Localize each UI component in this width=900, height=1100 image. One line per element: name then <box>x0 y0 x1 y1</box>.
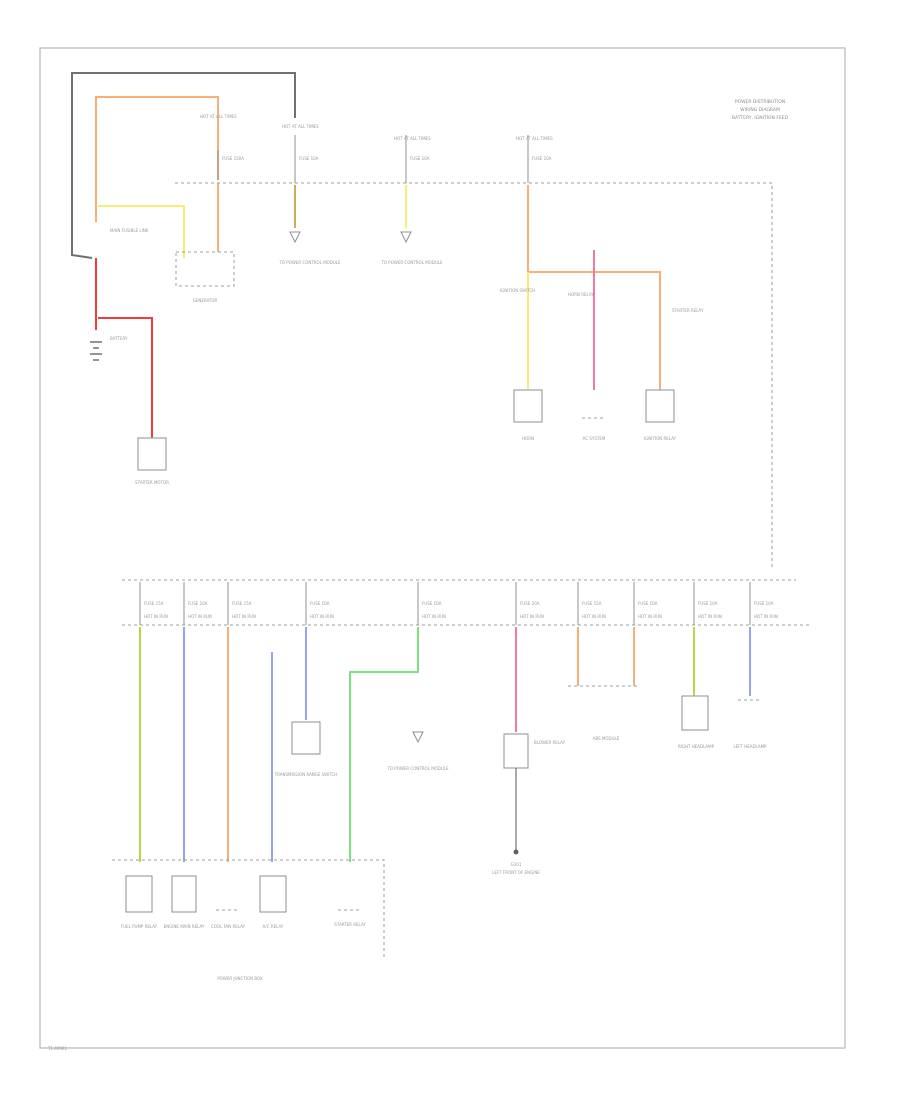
generator-box <box>175 251 235 287</box>
wire-black-feed <box>71 72 296 259</box>
ground-note: LEFT FRONT OF ENGINE <box>492 870 540 875</box>
horn-relay-label: HORN RELAY <box>568 292 594 297</box>
wire-orange-abs <box>577 627 635 686</box>
top-fuse-2: FUSE 10A HOT AT ALL TIMES <box>282 124 319 183</box>
svg-text:HOT IN RUN: HOT IN RUN <box>144 614 168 619</box>
blower-relay-box <box>503 733 529 769</box>
svg-text:HOT AT ALL TIMES: HOT AT ALL TIMES <box>394 136 431 141</box>
connector-pcm-1-icon <box>289 231 301 244</box>
svg-text:FUSE 10A: FUSE 10A <box>698 601 718 606</box>
svg-text:FUSE 150A: FUSE 150A <box>222 156 244 161</box>
ac-relay-box <box>259 875 287 913</box>
wire-red-starter <box>95 258 153 438</box>
bottom-fuse-7: FUSE 15A HOT IN RUN <box>577 582 606 625</box>
title-line-2: WIRING DIAGRAM <box>740 107 780 113</box>
svg-text:HOT IN RUN: HOT IN RUN <box>698 614 722 619</box>
top-fuse-4: FUSE 10A HOT AT ALL TIMES <box>516 135 553 183</box>
ac-system-label: AC SYSTEM <box>583 436 606 441</box>
top-bus <box>175 182 773 568</box>
svg-text:HOT AT ALL TIMES: HOT AT ALL TIMES <box>516 136 553 141</box>
ignition-relay-label: IGNITION RELAY <box>644 436 677 441</box>
battery-label: BATTERY <box>110 336 128 341</box>
wire-lightgreen-starter <box>349 627 419 862</box>
pcm-connector-2-label: TO POWER CONTROL MODULE <box>380 260 443 265</box>
blower-relay-label: BLOWER RELAY <box>534 740 566 745</box>
connector-pcm-lower-icon <box>412 731 424 744</box>
footer-code: T1.40901 <box>47 1046 67 1051</box>
bottom-fuse-6: FUSE 20A HOT IN RUN <box>515 582 544 625</box>
svg-text:HOT AT ALL TIMES: HOT AT ALL TIMES <box>282 124 319 129</box>
svg-text:FUSE 10A: FUSE 10A <box>422 601 442 606</box>
pcm-lower-label: TO POWER CONTROL MODULE <box>386 766 449 771</box>
bottom-fuse-9: FUSE 10A HOT IN RUN <box>693 582 722 625</box>
bottom-fuse-4: FUSE 10A HOT IN RUN <box>305 582 334 625</box>
fuel-pump-relay-box <box>125 875 153 913</box>
top-fuse-3: FUSE 10A HOT AT ALL TIMES <box>394 135 431 183</box>
title-line-3: BATTERY, IGNITION FEED <box>732 115 789 121</box>
left-headlamp-label: LEFT HEADLAMP <box>734 744 768 749</box>
svg-text:FUSE 10A: FUSE 10A <box>410 156 430 161</box>
svg-text:HOT IN RUN: HOT IN RUN <box>188 614 212 619</box>
diagram-frame <box>39 47 846 1049</box>
wire-blue-ac <box>271 627 307 862</box>
title-line-1: POWER DISTRIBUTION <box>735 99 785 105</box>
transmission-box <box>291 721 321 755</box>
bottom-fuse-8: FUSE 10A HOT IN RUN <box>633 582 662 625</box>
generator-label: GENERATOR <box>193 298 218 303</box>
main-fuse-label: MAIN FUSIBLE LINK <box>110 228 149 233</box>
junction-box-outline <box>112 859 385 960</box>
ac-relay-label: A/C RELAY <box>263 924 284 929</box>
right-headlamp-label: RIGHT HEADLAMP <box>678 744 715 749</box>
svg-text:FUSE 10A: FUSE 10A <box>188 601 208 606</box>
cool-fan-relay-label: COOL FAN RELAY <box>211 924 246 929</box>
abs-module-label: ABS MODULE <box>593 736 620 741</box>
ignition-relay-box <box>645 389 675 423</box>
transmission-label: TRANSMISSION RANGE SWITCH <box>274 772 338 777</box>
svg-text:HOT IN RUN: HOT IN RUN <box>638 614 662 619</box>
bottom-fuse-3: FUSE 15A HOT IN RUN <box>227 582 256 625</box>
svg-text:FUSE 20A: FUSE 20A <box>520 601 540 606</box>
starter-relay-label: STARTER RELAY <box>672 308 704 313</box>
right-headlamp-box <box>681 695 709 731</box>
starter-relay-2-label: STARTER RELAY <box>334 922 366 927</box>
starter-motor-box <box>137 437 167 471</box>
wire-yellow-generator <box>98 205 185 258</box>
battery-icon <box>90 341 102 361</box>
svg-text:HOT IN RUN: HOT IN RUN <box>754 614 778 619</box>
bottom-fuse-2: FUSE 10A HOT IN RUN <box>183 582 212 625</box>
top-fuse-1: FUSE 150A HOT AT ALL TIMES <box>200 114 244 180</box>
svg-text:HOT AT ALL TIMES: HOT AT ALL TIMES <box>200 114 237 119</box>
svg-text:FUSE 10A: FUSE 10A <box>310 601 330 606</box>
horn-label: HORN <box>522 436 534 441</box>
bottom-fuse-5: FUSE 10A HOT IN RUN <box>417 582 446 625</box>
svg-text:HOT IN RUN: HOT IN RUN <box>422 614 446 619</box>
ground-icon <box>513 849 519 855</box>
ground-label: G101 <box>511 862 522 867</box>
svg-text:FUSE 10A: FUSE 10A <box>754 601 774 606</box>
fuel-pump-relay-label: FUEL PUMP RELAY <box>121 924 158 929</box>
svg-text:HOT IN RUN: HOT IN RUN <box>520 614 544 619</box>
svg-text:HOT IN RUN: HOT IN RUN <box>232 614 256 619</box>
wire-orange-feed <box>95 96 219 222</box>
svg-text:FUSE 10A: FUSE 10A <box>299 156 319 161</box>
ignition-switch-label: IGNITION SWITCH <box>500 288 535 293</box>
connector-pcm-2-icon <box>400 231 412 244</box>
svg-text:FUSE 15A: FUSE 15A <box>582 601 602 606</box>
svg-text:FUSE 10A: FUSE 10A <box>532 156 552 161</box>
bottom-fuse-10: FUSE 10A HOT IN RUN <box>749 582 778 625</box>
bottom-fuse-1: FUSE 15A HOT IN RUN <box>139 582 168 625</box>
horn-box <box>513 389 543 423</box>
svg-text:FUSE 15A: FUSE 15A <box>144 601 164 606</box>
svg-text:FUSE 10A: FUSE 10A <box>638 601 658 606</box>
svg-text:FUSE 15A: FUSE 15A <box>232 601 252 606</box>
svg-text:HOT IN RUN: HOT IN RUN <box>582 614 606 619</box>
starter-label: STARTER MOTOR <box>135 480 169 485</box>
engine-relay-box <box>171 875 197 913</box>
svg-text:HOT IN RUN: HOT IN RUN <box>310 614 334 619</box>
relay-box-label: POWER JUNCTION BOX <box>217 976 263 981</box>
pcm-connector-1-label: TO POWER CONTROL MODULE <box>278 260 341 265</box>
engine-relay-label: ENGINE MAIN RELAY <box>164 924 205 929</box>
